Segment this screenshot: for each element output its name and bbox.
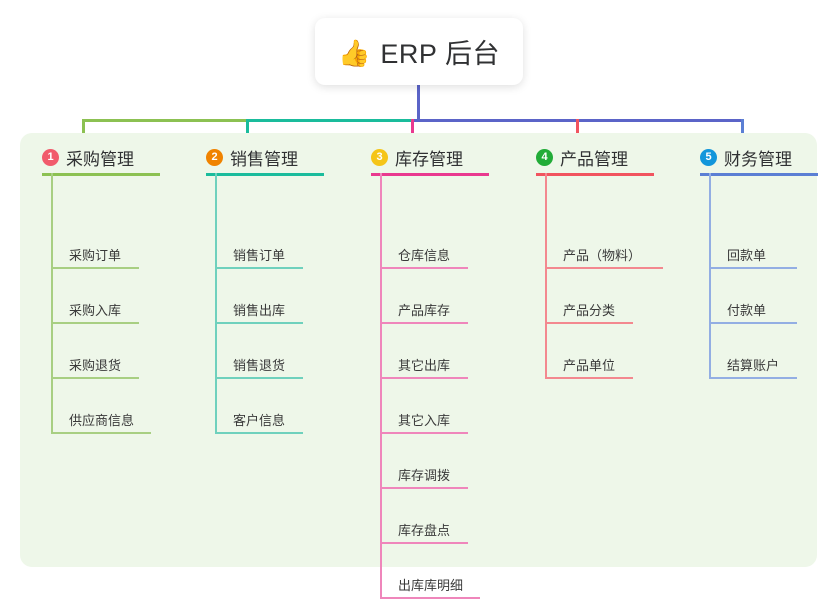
branch-title-3: 库存管理 — [395, 150, 463, 169]
leaf-node[interactable]: 仓库信息 — [380, 231, 488, 269]
leaf-rule — [380, 487, 468, 489]
leaf-label: 产品库存 — [398, 303, 451, 318]
leaf-node[interactable]: 销售订单 — [215, 231, 323, 269]
leaf-rule — [545, 267, 663, 269]
branch-header-rule-1 — [42, 173, 160, 176]
leaf-label: 结算账户 — [727, 358, 780, 373]
branch-badge-1: 1 — [42, 149, 59, 166]
leaf-rule — [380, 322, 468, 324]
connector-bus-middle — [246, 119, 414, 122]
thumbs-up-icon: 👍 — [338, 37, 371, 68]
leaf-label: 回款单 — [727, 248, 767, 263]
leaf-rule — [709, 377, 797, 379]
leaf-rule — [215, 322, 303, 324]
leaf-rule — [51, 322, 139, 324]
leaf-label: 库存调拨 — [398, 468, 451, 483]
branch-header-5[interactable]: 5 财务管理 — [700, 145, 792, 170]
branch-spine-1 — [51, 173, 53, 434]
leaf-rule — [215, 377, 303, 379]
leaf-rule — [545, 377, 633, 379]
leaf-rule — [709, 267, 797, 269]
leaf-rule — [380, 432, 468, 434]
branch-badge-4: 4 — [536, 149, 553, 166]
branch-header-2[interactable]: 2 销售管理 — [206, 145, 298, 170]
leaf-label: 产品分类 — [563, 303, 616, 318]
leaf-label: 采购退货 — [69, 358, 122, 373]
branch-title-1: 采购管理 — [66, 150, 134, 169]
leaf-label: 客户信息 — [233, 413, 286, 428]
branch-header-rule-4 — [536, 173, 654, 176]
root-node[interactable]: 👍 ERP 后台 — [315, 18, 523, 85]
leaf-rule — [380, 267, 468, 269]
leaf-node[interactable]: 产品单位 — [545, 341, 653, 379]
leaf-rule — [215, 432, 303, 434]
leaf-node[interactable]: 付款单 — [709, 286, 817, 324]
branch-spine-4 — [545, 173, 547, 379]
leaf-node[interactable]: 销售退货 — [215, 341, 323, 379]
leaf-node[interactable]: 回款单 — [709, 231, 817, 269]
branch-badge-5: 5 — [700, 149, 717, 166]
leaf-rule — [51, 432, 151, 434]
leaf-label: 库存盘点 — [398, 523, 451, 538]
leaf-label: 采购入库 — [69, 303, 122, 318]
branch-header-4[interactable]: 4 产品管理 — [536, 145, 628, 170]
leaf-node[interactable]: 采购入库 — [51, 286, 159, 324]
leaf-label: 销售出库 — [233, 303, 286, 318]
branch-spine-3 — [380, 173, 382, 599]
leaf-rule — [51, 267, 139, 269]
leaf-rule — [215, 267, 303, 269]
branch-header-rule-3 — [371, 173, 489, 176]
leaf-label: 销售订单 — [233, 248, 286, 263]
leaf-node[interactable]: 结算账户 — [709, 341, 817, 379]
leaf-node[interactable]: 其它出库 — [380, 341, 488, 379]
leaf-label: 销售退货 — [233, 358, 286, 373]
leaf-node[interactable]: 产品（物料） — [545, 231, 683, 269]
leaf-node[interactable]: 销售出库 — [215, 286, 323, 324]
leaf-label: 出库库明细 — [398, 578, 464, 593]
leaf-rule — [380, 542, 468, 544]
leaf-node[interactable]: 库存调拨 — [380, 451, 488, 489]
branch-title-2: 销售管理 — [230, 150, 298, 169]
branch-badge-3: 3 — [371, 149, 388, 166]
branch-title-4: 产品管理 — [560, 150, 628, 169]
leaf-node[interactable]: 采购订单 — [51, 231, 159, 269]
leaf-label: 付款单 — [727, 303, 767, 318]
leaf-node[interactable]: 出库库明细 — [380, 561, 500, 599]
leaf-rule — [545, 322, 633, 324]
leaf-rule — [709, 322, 797, 324]
branch-header-rule-2 — [206, 173, 324, 176]
leaf-label: 其它入库 — [398, 413, 451, 428]
branch-spine-5 — [709, 173, 711, 379]
leaf-node[interactable]: 产品库存 — [380, 286, 488, 324]
leaf-node[interactable]: 客户信息 — [215, 396, 323, 434]
leaf-node[interactable]: 库存盘点 — [380, 506, 488, 544]
diagram-panel: 1 采购管理采购订单采购入库采购退货供应商信息 2 销售管理销售订单销售出库销售退货客… — [20, 133, 818, 599]
leaf-label: 供应商信息 — [69, 413, 135, 428]
leaf-node[interactable]: 其它入库 — [380, 396, 488, 434]
leaf-node[interactable]: 产品分类 — [545, 286, 653, 324]
leaf-node[interactable]: 采购退货 — [51, 341, 159, 379]
connector-bus-left — [82, 119, 249, 122]
branch-header-1[interactable]: 1 采购管理 — [42, 145, 134, 170]
branch-badge-2: 2 — [206, 149, 223, 166]
branch-spine-2 — [215, 173, 217, 434]
branch-header-3[interactable]: 3 库存管理 — [371, 145, 463, 170]
leaf-label: 产品（物料） — [563, 248, 642, 263]
root-connector-line — [417, 85, 420, 121]
leaf-rule — [380, 377, 468, 379]
root-title: ERP 后台 — [380, 39, 500, 69]
leaf-label: 产品单位 — [563, 358, 616, 373]
leaf-label: 仓库信息 — [398, 248, 451, 263]
branch-title-5: 财务管理 — [724, 150, 792, 169]
branch-header-rule-5 — [700, 173, 818, 176]
leaf-rule — [51, 377, 139, 379]
leaf-node[interactable]: 供应商信息 — [51, 396, 171, 434]
leaf-label: 其它出库 — [398, 358, 451, 373]
leaf-label: 采购订单 — [69, 248, 122, 263]
